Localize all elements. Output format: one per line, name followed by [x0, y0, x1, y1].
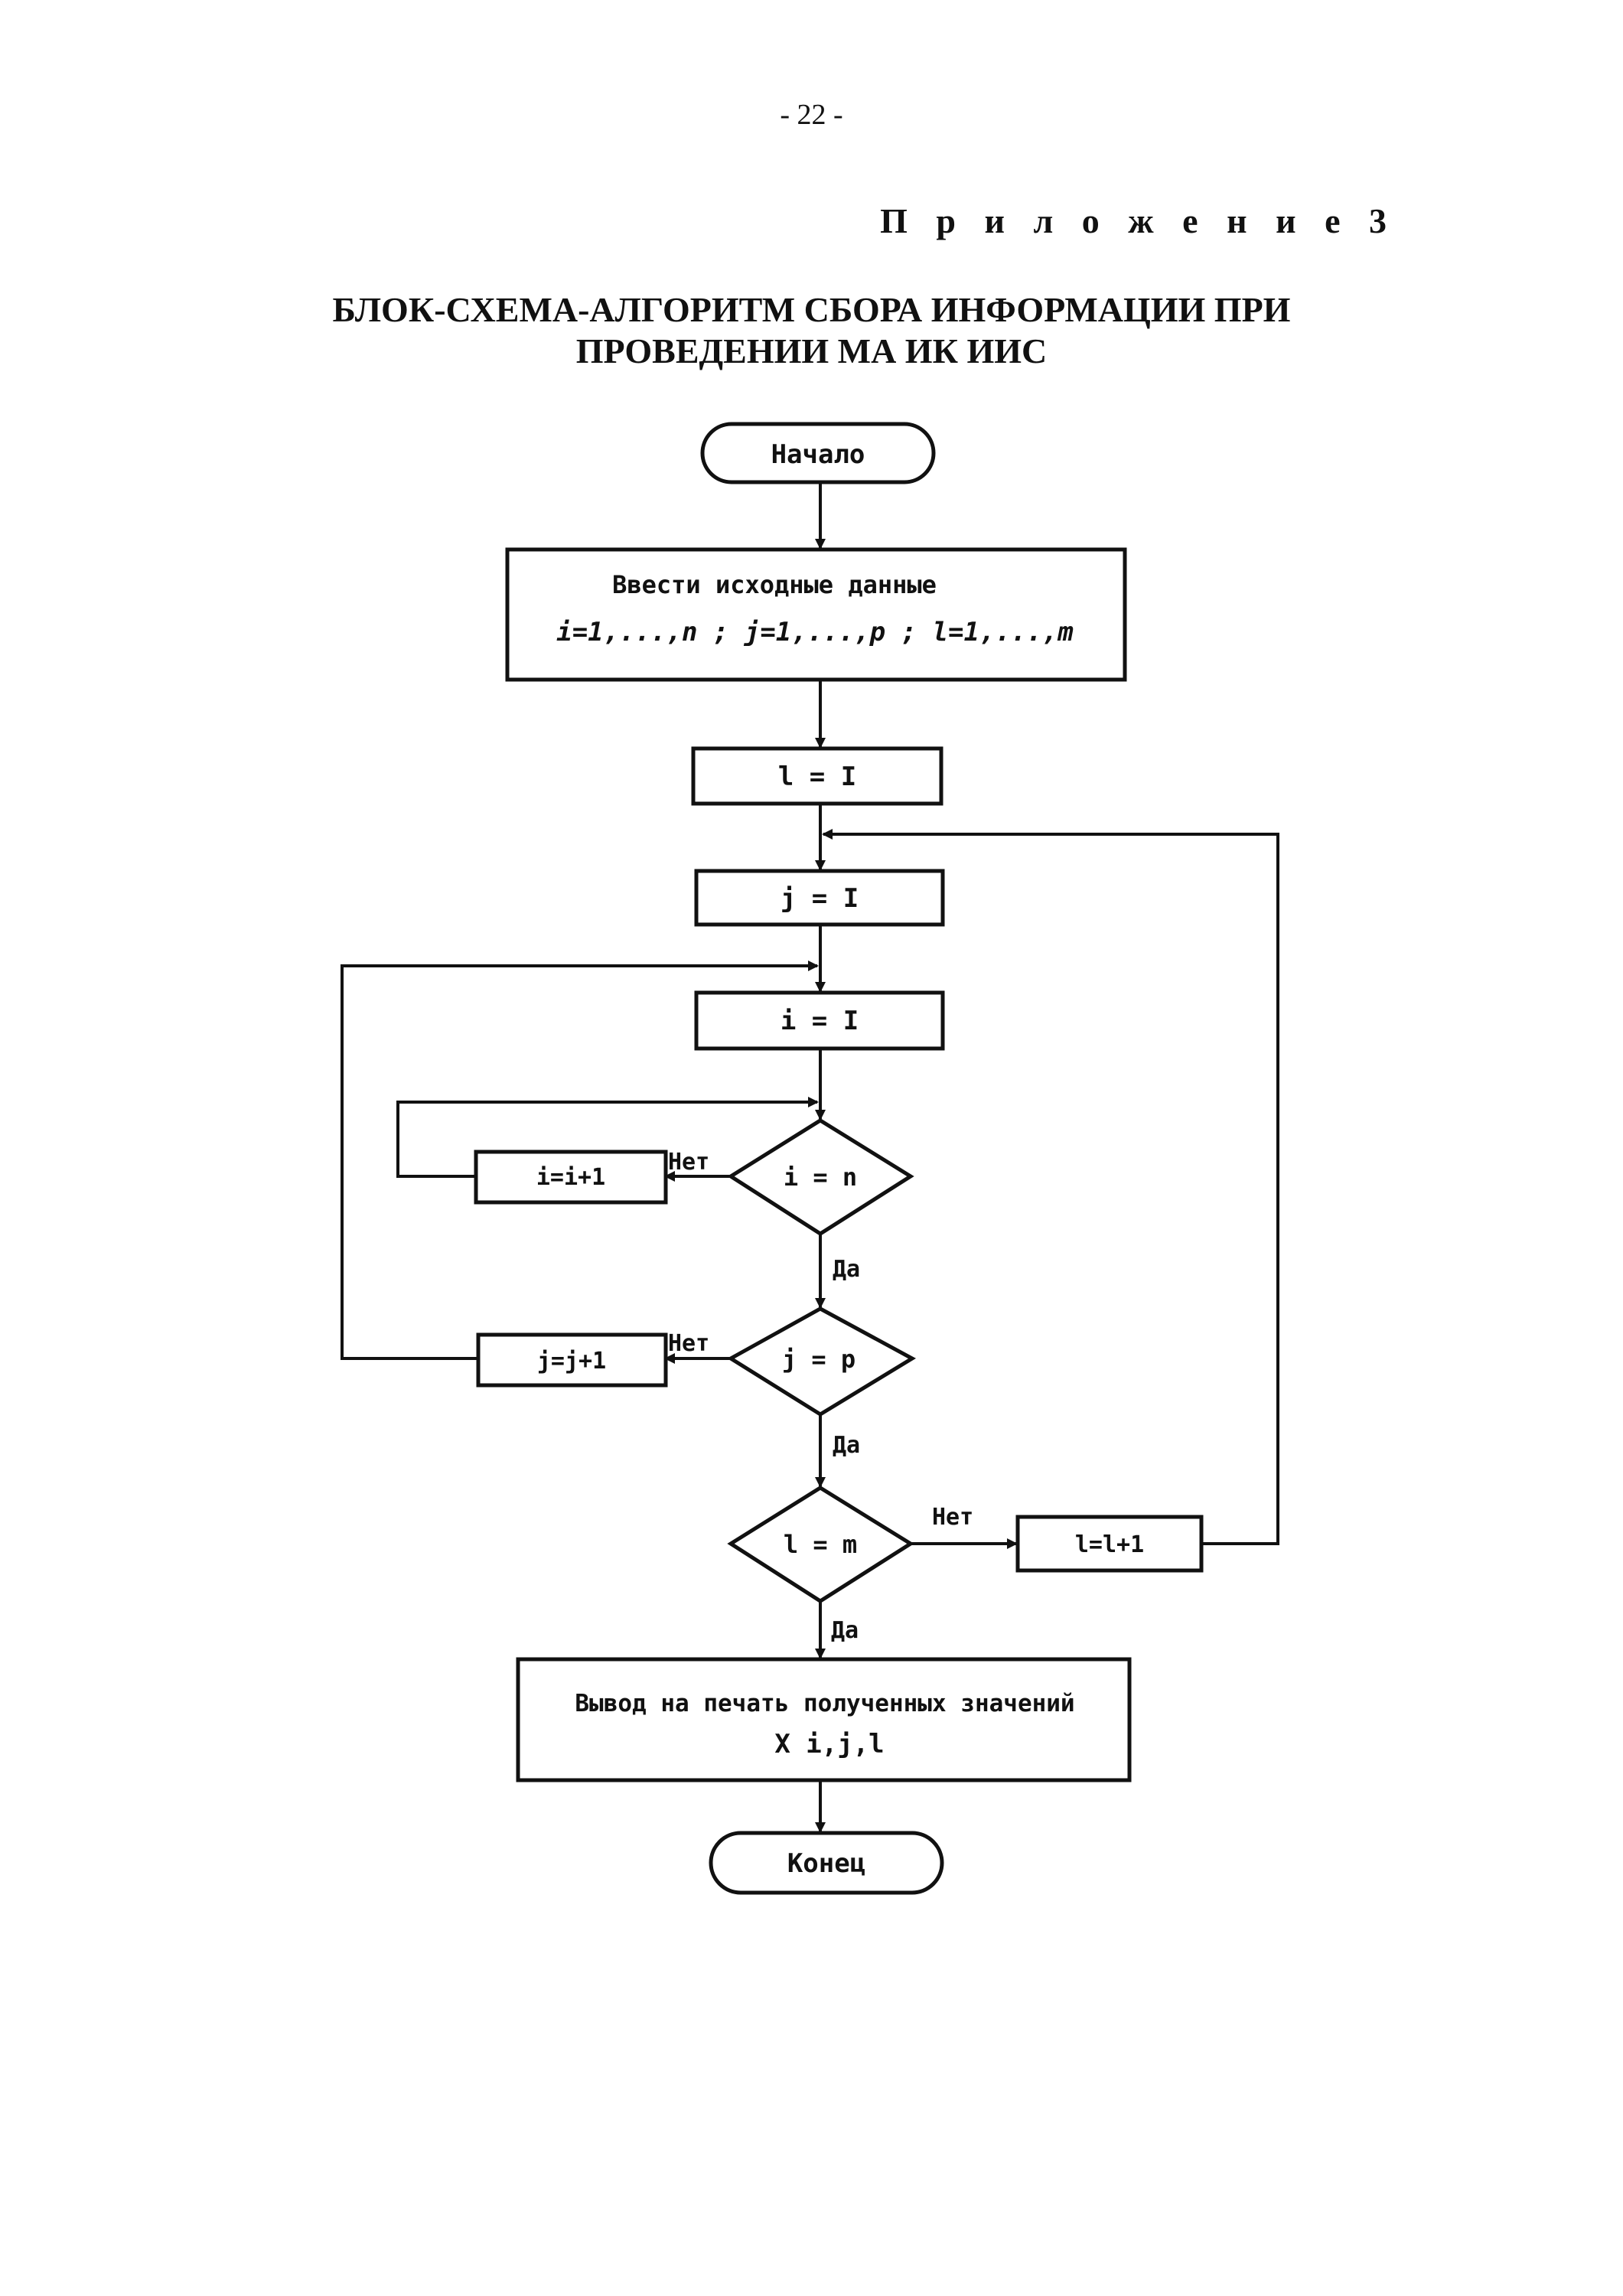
end-label: Конец	[787, 1848, 865, 1879]
increment-j-block: j=j+1	[476, 1332, 668, 1388]
cond-l-label: l = m	[784, 1530, 857, 1559]
init-l-label: l = I	[778, 762, 856, 792]
input-block-line-2: i=1,...,n ; j=1,...,p ; l=1,...,m	[556, 617, 1074, 647]
increment-i-block: i=i+1	[474, 1150, 668, 1205]
document-title: БЛОК-СХЕМА-АЛГОРИТМ СБОРА ИНФОРМАЦИИ ПРИ…	[0, 289, 1623, 372]
appendix-label: П р и л о ж е н и е 3	[880, 201, 1396, 240]
output-block-line-2: X i,j,l	[774, 1729, 884, 1760]
init-j-label: j = I	[781, 883, 859, 914]
condition-j-equals-p: j = p	[727, 1306, 917, 1417]
init-l-block: l = I	[691, 746, 943, 806]
start-terminal: Начало	[700, 422, 936, 484]
input-data-block: Ввести исходные данные i=1,...,n ; j=1,.…	[505, 547, 1127, 682]
cond-i-yes-label: Да	[833, 1256, 860, 1283]
condition-l-equals-m: l = m	[727, 1486, 914, 1603]
init-j-block: j = I	[694, 869, 945, 927]
increment-l-block: l=l+1	[1015, 1515, 1204, 1573]
cond-j-yes-label: Да	[833, 1432, 860, 1459]
input-block-line-1: Ввести исходные данные	[612, 570, 937, 599]
title-line-2: ПРОВЕДЕНИИ МА ИК ИИС	[575, 331, 1048, 370]
page-number: - 22 -	[780, 99, 843, 131]
output-block-line-1: Вывод на печать полученных значений	[575, 1690, 1074, 1717]
condition-i-equals-n: i = n	[727, 1118, 914, 1236]
inc-l-label: l=l+1	[1075, 1531, 1144, 1558]
end-terminal: Конец	[709, 1831, 944, 1895]
cond-l-no-label: Нет	[932, 1504, 973, 1531]
title-line-1: БЛОК-СХЕМА-АЛГОРИТМ СБОРА ИНФОРМАЦИИ ПРИ	[332, 290, 1291, 329]
loop-l-return	[822, 829, 1279, 1545]
cond-l-yes-label: Да	[831, 1617, 859, 1644]
cond-i-label: i = n	[784, 1163, 857, 1192]
flow-connectors	[341, 482, 1279, 1833]
cond-i-no-label: Нет	[668, 1149, 709, 1176]
loop-j-return	[341, 960, 819, 1360]
inc-i-label: i=i+1	[536, 1164, 605, 1191]
cond-j-label: j = p	[782, 1345, 855, 1374]
inc-j-label: j=j+1	[537, 1348, 606, 1375]
loop-i-return	[396, 1097, 819, 1178]
output-print-block: Вывод на печать полученных значений X i,…	[516, 1657, 1132, 1782]
cond-j-no-label: Нет	[668, 1330, 709, 1357]
init-i-block: i = I	[694, 990, 945, 1051]
start-label: Начало	[771, 439, 865, 470]
init-i-label: i = I	[781, 1006, 859, 1036]
